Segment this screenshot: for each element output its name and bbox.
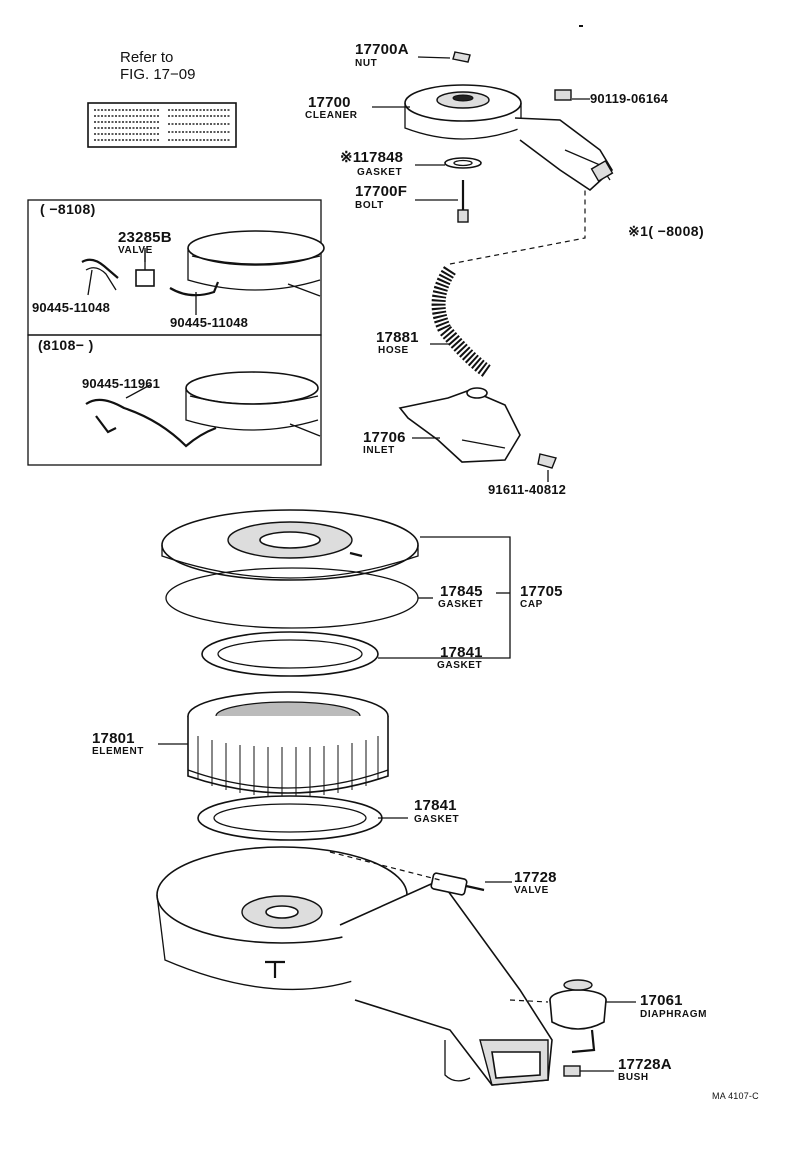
part-17700a-name: NUT bbox=[355, 58, 378, 69]
stray-mark bbox=[579, 25, 583, 27]
part-17801-name: ELEMENT bbox=[92, 746, 144, 757]
note-text: ※1( −8008) bbox=[628, 223, 705, 239]
valve-17728 bbox=[430, 872, 485, 896]
valve-dash-line bbox=[329, 851, 441, 881]
part-17728-name: VALVE bbox=[514, 885, 549, 896]
diagram-code: MA 4107-C bbox=[712, 1091, 759, 1101]
part-17845-number: 17845 bbox=[440, 583, 483, 600]
part-90445a-number: 90445-11048 bbox=[32, 300, 111, 315]
part-17061-name: DIAPHRAGM bbox=[640, 1009, 708, 1020]
part-17841a-name: GASKET bbox=[437, 660, 483, 671]
part-90119-number: 90119-06164 bbox=[590, 91, 669, 106]
hose-to-cleaner-dash bbox=[449, 188, 586, 265]
gasket-17841-lower bbox=[197, 795, 383, 841]
leader-lines bbox=[87, 56, 636, 1072]
diaphragm-17061 bbox=[549, 979, 607, 1054]
part-23285b-name: VALVE bbox=[118, 245, 153, 256]
inset-box-late bbox=[27, 334, 322, 466]
part-17705-number: 17705 bbox=[520, 583, 563, 600]
bush-17728a bbox=[563, 1065, 581, 1077]
part-17700f-number: 17700F bbox=[355, 183, 408, 200]
part-17700-name: CLEANER bbox=[305, 110, 358, 121]
inlet-17706 bbox=[398, 387, 557, 469]
cap-17705 bbox=[161, 509, 419, 581]
gasket-17841-lower-inner bbox=[213, 803, 367, 833]
element-17801 bbox=[187, 691, 389, 797]
part-90445b-number: 90445-11048 bbox=[170, 315, 249, 330]
part-17728-number: 17728 bbox=[514, 869, 557, 886]
part-17706-name: INLET bbox=[363, 445, 395, 456]
part-90445c-number: 90445-11961 bbox=[82, 376, 161, 391]
cleaner-assembly-top bbox=[404, 51, 614, 223]
reference-line2: FIG. 17−09 bbox=[120, 66, 196, 83]
reference-line1: Refer to bbox=[120, 49, 174, 66]
part-17841b-name: GASKET bbox=[414, 814, 460, 825]
part-17700-number: 17700 bbox=[308, 94, 351, 111]
part-17061-number: 17061 bbox=[640, 992, 683, 1009]
part-17706-number: 17706 bbox=[363, 429, 406, 446]
hose-17881 bbox=[431, 266, 493, 378]
box2-title: (8108− ) bbox=[38, 337, 94, 353]
part-17728a-number: 17728A bbox=[618, 1056, 672, 1073]
cleaner-body-lower bbox=[156, 846, 553, 1086]
part-17700a-number: 17700A bbox=[355, 41, 409, 58]
part-17881-number: 17881 bbox=[376, 329, 419, 346]
gasket-17841-upper-inner bbox=[217, 639, 363, 669]
part-17841a-number: 17841 bbox=[440, 644, 483, 661]
part-17705-name: CAP bbox=[520, 599, 543, 610]
part-17801-number: 17801 bbox=[92, 730, 135, 747]
part-91611-number: 91611-40812 bbox=[488, 482, 567, 497]
part-23285b-number: 23285B bbox=[118, 229, 172, 246]
box1-cleaner-sketch bbox=[81, 230, 325, 297]
box2-cleaner-sketch bbox=[85, 371, 321, 448]
reference-label-plate bbox=[87, 102, 237, 148]
part-17881-name: HOSE bbox=[378, 345, 409, 356]
part-17841b-number: 17841 bbox=[414, 797, 457, 814]
diaphragm-dash-line bbox=[509, 999, 549, 1003]
part-117848-name: GASKET bbox=[357, 167, 403, 178]
valve-23285b bbox=[135, 269, 155, 287]
part-17700f-name: BOLT bbox=[355, 200, 384, 211]
box1-title: ( −8108) bbox=[40, 201, 96, 217]
part-17845-name: GASKET bbox=[438, 599, 484, 610]
part-117848-number: ※117848 bbox=[340, 149, 404, 166]
gasket-17841-upper bbox=[201, 631, 379, 677]
part-17728a-name: BUSH bbox=[618, 1072, 649, 1083]
